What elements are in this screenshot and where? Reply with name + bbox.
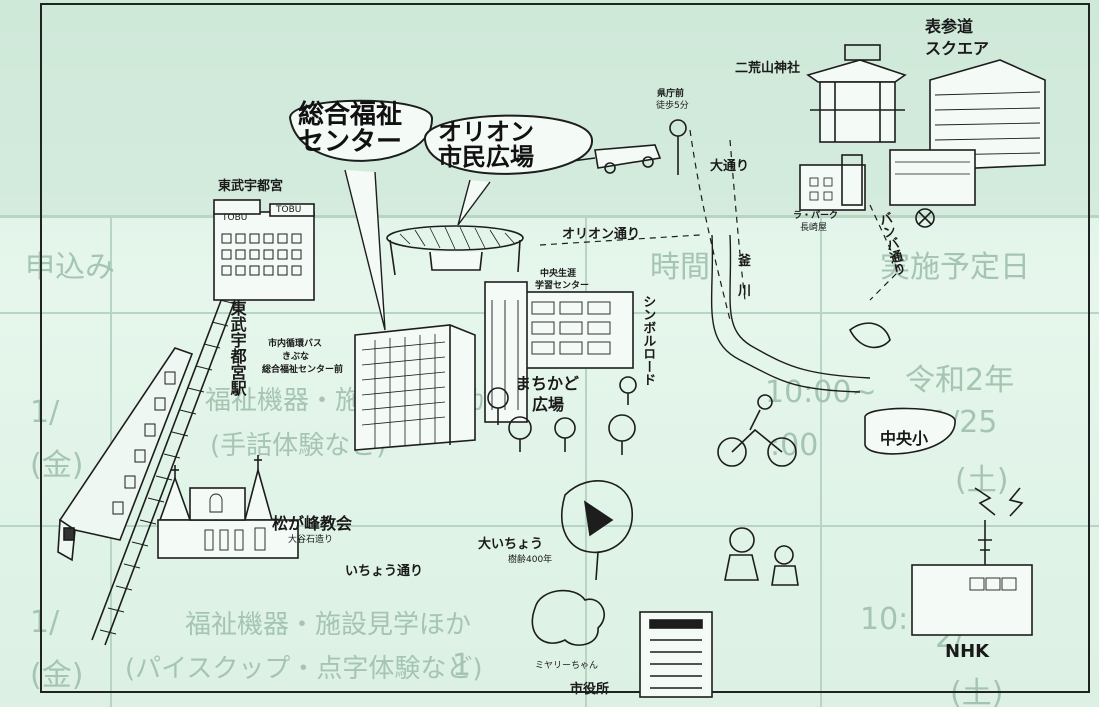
bg-rule bbox=[0, 215, 1099, 218]
bg-header-date: 実施予定日 bbox=[880, 250, 1030, 285]
la-park-building-icon bbox=[799, 154, 866, 211]
miyari-tree-icon bbox=[531, 589, 605, 646]
la-park-label-2: 長崎屋 bbox=[800, 223, 828, 233]
kama-label: 釜 bbox=[738, 254, 752, 269]
welfare-center-building-icon bbox=[354, 324, 476, 451]
signal-icon bbox=[974, 487, 1024, 517]
futaarayama-shrine-icon bbox=[806, 44, 907, 143]
bg-row2-activity2: (パイスクップ・点字体験など) bbox=[125, 654, 483, 684]
map-frame bbox=[40, 3, 1090, 693]
welfare-center-label-line1: 総合福祉 bbox=[298, 100, 403, 130]
train-icon bbox=[57, 347, 194, 562]
odori-label: 大通り bbox=[710, 159, 750, 174]
chuo-learning-center-label: 中央生涯 bbox=[540, 269, 577, 279]
chuo-school-label: 中央小 bbox=[880, 429, 929, 448]
big-ginkgo-tree-icon bbox=[561, 480, 633, 581]
matsugamine-church-sublabel: 大谷石造り bbox=[288, 535, 334, 545]
bus-icon bbox=[564, 144, 662, 174]
traffic-light-icon bbox=[915, 208, 935, 228]
bg-row2-time2: 1 bbox=[452, 648, 472, 683]
children-icon bbox=[724, 527, 799, 586]
bg-row1-apply2: (金) bbox=[30, 448, 84, 483]
bg-row2-activity: 福祉機器・施設見学ほか bbox=[185, 610, 472, 640]
bg-row2-time: 10: bbox=[860, 602, 909, 637]
chuo-school-sign bbox=[864, 407, 956, 455]
learning-center-building-icon bbox=[484, 281, 634, 423]
orion-street-label: オリオン通り bbox=[562, 227, 641, 242]
bus-stop-icon bbox=[669, 119, 687, 175]
orion-plaza-label-line2: 市民広場 bbox=[438, 143, 534, 172]
la-park-label: ラ・パーク bbox=[793, 211, 839, 221]
bus-label: 市内循環バス bbox=[268, 339, 323, 349]
machikado-plaza-label: まちかど bbox=[515, 374, 580, 393]
bg-rule bbox=[0, 525, 1099, 527]
orion-plaza-label-line1: オリオン bbox=[438, 118, 534, 146]
orion-plaza-bubble bbox=[423, 114, 594, 226]
machikado-plaza-label-2: 広場 bbox=[532, 395, 565, 414]
miyari-label: ミヤリーちゃん bbox=[535, 661, 599, 671]
tree-icons bbox=[487, 376, 637, 455]
bg-rule bbox=[820, 215, 822, 707]
futaarayama-shrine-label: 二荒山神社 bbox=[735, 61, 801, 76]
city-hall-label: 市役所 bbox=[570, 682, 610, 697]
symbol-road-label: シンボルロード bbox=[640, 295, 656, 386]
kamagawa-river bbox=[710, 234, 871, 393]
tobu-department-store-icon bbox=[213, 199, 315, 301]
big-ginkgo-sublabel: 樹齢400年 bbox=[508, 555, 553, 565]
city-hall-building-icon bbox=[639, 611, 713, 698]
kenchomae-label: 県庁前 bbox=[657, 89, 685, 99]
nhk-label: NHK bbox=[945, 641, 990, 662]
bird-icon bbox=[848, 322, 891, 349]
kenchomae-walk-label: 徒歩5分 bbox=[656, 101, 689, 111]
big-ginkgo-label: 大いちょう bbox=[478, 537, 544, 552]
welfare-center-label: 総合福祉 センター bbox=[298, 100, 403, 158]
omotesando-label-2: スクエア bbox=[925, 39, 990, 58]
kawa-label: 川 bbox=[738, 284, 752, 299]
tobu-utsunomiya-station-label: 東武宇都宮駅 bbox=[227, 300, 247, 396]
roads bbox=[539, 129, 901, 321]
icho-street-label: いちょう通り bbox=[345, 564, 424, 579]
orion-plaza-label: オリオン 市民広場 bbox=[438, 118, 534, 172]
nhk-building-icon bbox=[911, 520, 1033, 636]
omotesando-square-building-icon bbox=[889, 59, 1046, 206]
matsugamine-church-label: 松が峰教会 bbox=[272, 514, 353, 533]
tobu-utsunomiya-label: 東武宇都宮 bbox=[218, 179, 284, 194]
welfare-center-label-line2: センター bbox=[298, 127, 403, 158]
tobu-store-logo-left: TOBU bbox=[222, 213, 248, 223]
matsugamine-church-icon bbox=[157, 455, 299, 559]
bg-rule bbox=[585, 215, 587, 707]
bg-header-time: 時間 bbox=[650, 250, 710, 285]
omotesando-label: 表参道 bbox=[925, 17, 974, 36]
cyclist-icon bbox=[717, 394, 797, 467]
tobu-store-logo-right: TOBU bbox=[276, 205, 302, 215]
bus-label-2: きぶな bbox=[282, 352, 310, 362]
orion-plaza-canopy-icon bbox=[386, 225, 524, 276]
bg-row2-apply: 1/ bbox=[30, 605, 60, 640]
bg-row1-apply: 1/ bbox=[30, 395, 60, 430]
welfare-center-bubble bbox=[288, 99, 434, 331]
bg-row2-apply2: (金) bbox=[30, 658, 84, 693]
bus-label-3: 総合福祉センター前 bbox=[262, 365, 344, 375]
bg-row1-date: 令和2年 bbox=[905, 363, 1015, 398]
chuo-learning-center-label-2: 学習センター bbox=[535, 281, 590, 291]
